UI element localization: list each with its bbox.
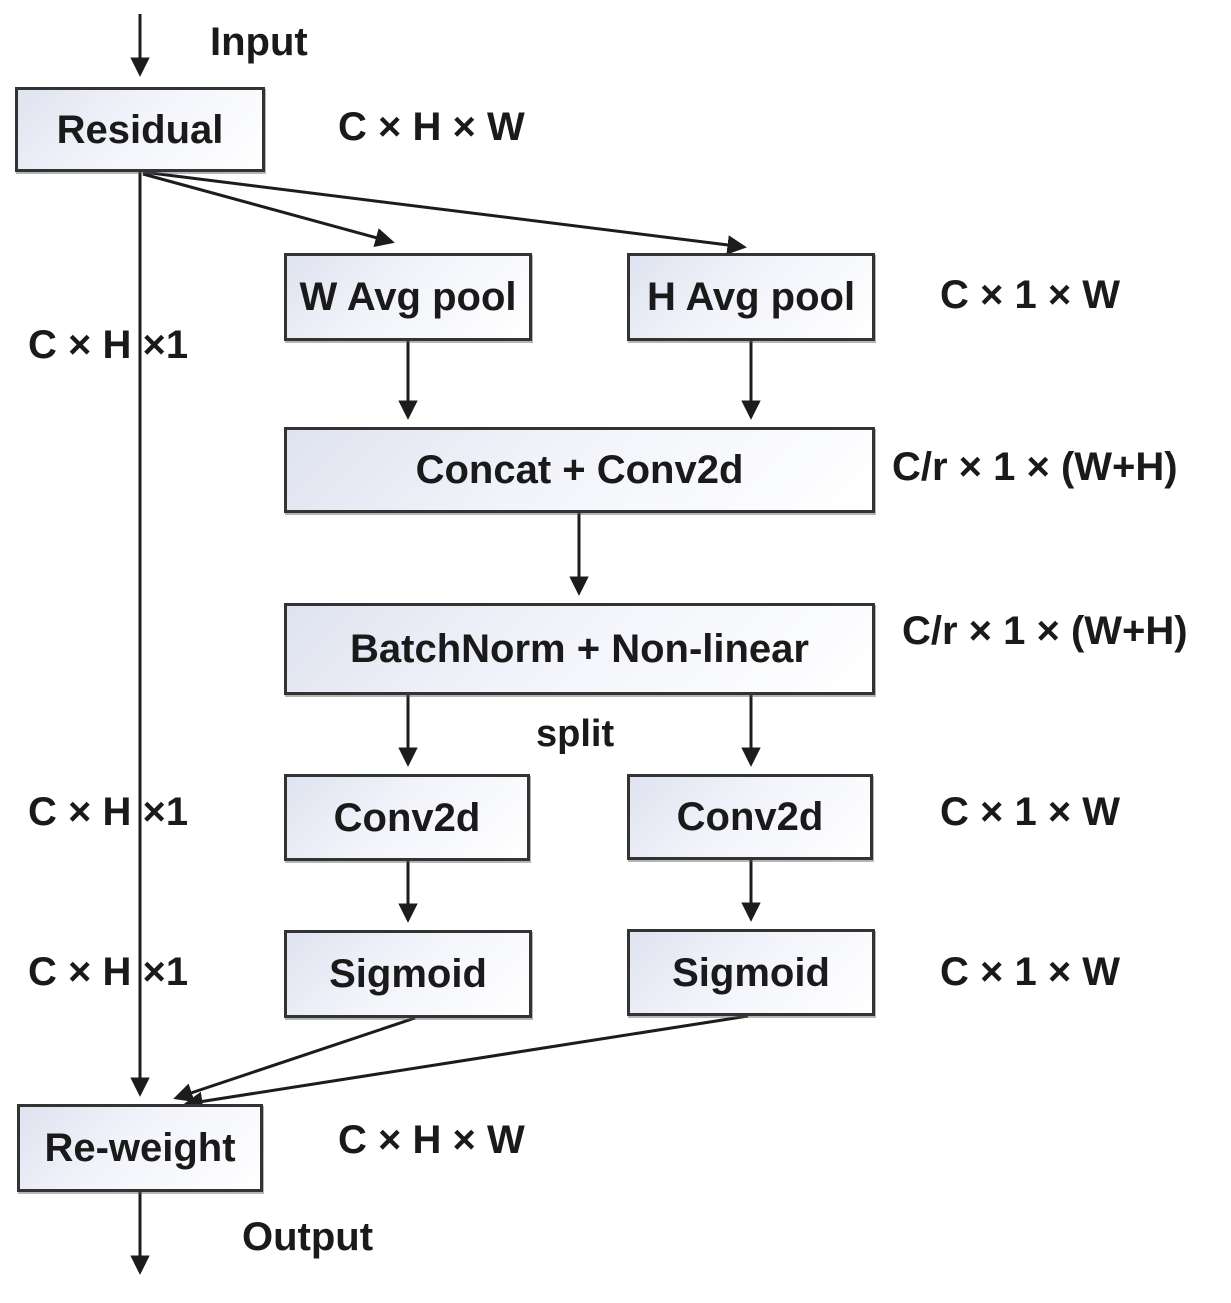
output-label: Output bbox=[242, 1215, 374, 1259]
dim-label-sigmoid-right: C × 1 × W bbox=[940, 950, 1121, 994]
node-sigmoid-right: Sigmoid bbox=[627, 929, 875, 1016]
node-sigmoid-left: Sigmoid bbox=[284, 930, 532, 1018]
node-w-avg-pool: W Avg pool bbox=[284, 253, 532, 341]
node-concat-conv2d-label: Concat + Conv2d bbox=[415, 448, 744, 492]
node-batchnorm-nonlinear-label: BatchNorm + Non-linear bbox=[350, 627, 809, 671]
dim-label-h-pool: C × 1 × W bbox=[940, 273, 1121, 317]
arrow-sigmoid-right-to-reweight bbox=[183, 1014, 749, 1112]
node-sigmoid-right-label: Sigmoid bbox=[672, 950, 830, 995]
dim-label-concat: C/r × 1 × (W+H) bbox=[892, 445, 1178, 489]
node-conv2d-left: Conv2d bbox=[284, 774, 530, 861]
node-h-avg-pool-label: H Avg pool bbox=[646, 275, 856, 319]
node-sigmoid-left-label: Sigmoid bbox=[329, 952, 487, 996]
dim-label-conv-right: C × 1 × W bbox=[940, 790, 1121, 834]
arrow-sigmoid-left-to-reweight bbox=[173, 1016, 416, 1102]
dim-label-batchnorm: C/r × 1 × (W+H) bbox=[902, 609, 1188, 653]
dim-label-left-3: C × H ×1 bbox=[28, 950, 189, 994]
node-conv2d-right: Conv2d bbox=[627, 774, 873, 860]
node-batchnorm-nonlinear: BatchNorm + Non-linear bbox=[284, 603, 875, 695]
dim-label-left-1: C × H ×1 bbox=[28, 323, 189, 367]
node-reweight-label: Re-weight bbox=[44, 1126, 236, 1170]
dim-label-residual: C × H × W bbox=[338, 105, 525, 149]
input-label: Input bbox=[210, 20, 308, 64]
node-reweight: Re-weight bbox=[17, 1104, 263, 1192]
node-w-avg-pool-label: W Avg pool bbox=[299, 275, 517, 319]
node-h-avg-pool: H Avg pool bbox=[627, 253, 875, 341]
arrow-residual-to-h-pool bbox=[142, 170, 747, 255]
node-residual-label: Residual bbox=[56, 107, 224, 152]
dim-label-reweight: C × H × W bbox=[338, 1118, 525, 1162]
split-label: split bbox=[536, 713, 615, 755]
arrow-residual-to-w-pool bbox=[142, 172, 395, 248]
node-concat-conv2d: Concat + Conv2d bbox=[284, 427, 875, 513]
node-conv2d-right-label: Conv2d bbox=[676, 795, 824, 839]
node-conv2d-left-label: Conv2d bbox=[333, 795, 481, 840]
node-residual: Residual bbox=[15, 87, 265, 172]
dim-label-left-2: C × H ×1 bbox=[28, 790, 189, 834]
